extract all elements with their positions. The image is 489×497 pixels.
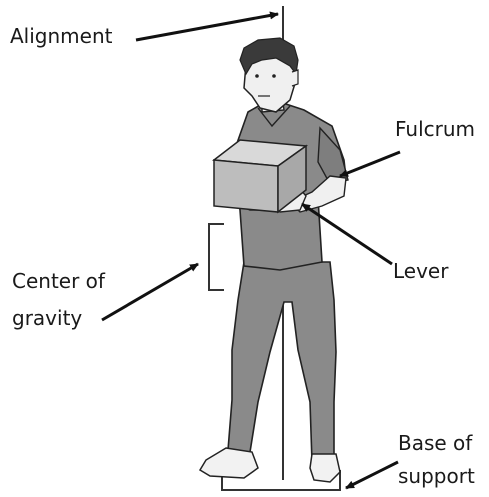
center-of-gravity-arrow (102, 264, 198, 320)
ear (292, 70, 298, 86)
box-front-face (214, 160, 278, 212)
base-of-support-label-line1: Base of (398, 430, 472, 456)
fulcrum-arrow (340, 152, 400, 176)
fulcrum-label: Fulcrum (395, 116, 475, 142)
alignment-label: Alignment (10, 23, 112, 49)
lever-label: Lever (393, 258, 448, 284)
right-eye (272, 74, 276, 78)
right-shoe (310, 454, 340, 482)
left-shoe (200, 448, 258, 478)
center-of-gravity-bracket (209, 224, 224, 290)
carried-box (214, 140, 306, 212)
person-figure (200, 38, 348, 482)
left-eye (255, 74, 259, 78)
center-of-gravity-label-line2: gravity (12, 305, 82, 331)
alignment-arrow (136, 14, 278, 40)
base-of-support-arrow (346, 462, 398, 488)
center-of-gravity-label-line1: Center of (12, 268, 105, 294)
base-of-support-label-line2: support (398, 463, 475, 489)
